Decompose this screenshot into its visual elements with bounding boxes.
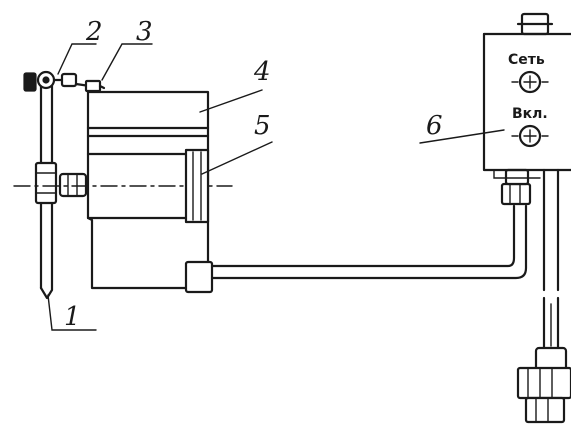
callout-5: 5: [254, 111, 271, 141]
callout-1: 1: [64, 302, 81, 332]
part-6-control-box: [482, 12, 571, 179]
part-4-housing: [86, 90, 210, 290]
power-switch-label: Сеть: [508, 52, 545, 68]
callout-6: 6: [426, 111, 443, 141]
callout-2: 2: [85, 17, 103, 47]
axis-coupling: [58, 172, 88, 198]
leader-lines: [47, 43, 505, 331]
connecting-tube: [184, 168, 532, 294]
on-switch-label: Вкл.: [512, 106, 548, 122]
part-1-lever: [34, 70, 58, 300]
cable-rod: [542, 168, 560, 352]
plug-connector: [516, 346, 571, 424]
part-5-inner-element: [184, 148, 210, 224]
callout-3: 3: [136, 17, 153, 47]
part-3-link-rod: [74, 79, 106, 93]
callout-4: 4: [253, 57, 271, 87]
pivot-screw: [23, 72, 78, 92]
